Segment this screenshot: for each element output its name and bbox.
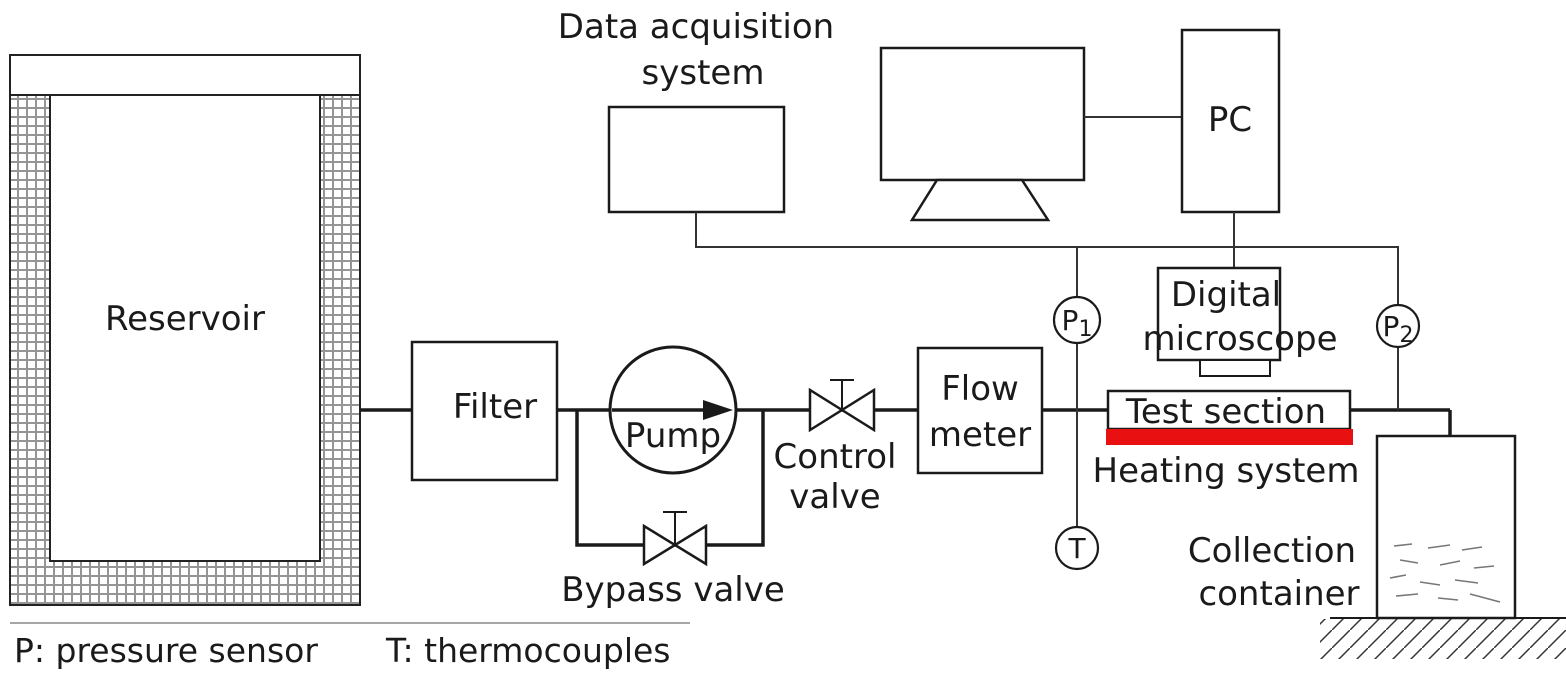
svg-text:P1: P1 xyxy=(1062,304,1093,342)
p1-letter: P xyxy=(1062,304,1079,337)
reservoir-interior xyxy=(49,94,321,562)
pressure-sensor-p2: P2 xyxy=(1375,303,1421,349)
control-valve: Control valve xyxy=(774,379,897,517)
control-valve-label-1: Control xyxy=(774,437,897,477)
p1-circle xyxy=(1052,295,1102,345)
ground-hatch xyxy=(1320,619,1566,659)
pump-label: Pump xyxy=(625,416,721,456)
liquid-icon xyxy=(1389,543,1501,603)
microscope-label-2: microscope xyxy=(1142,319,1337,359)
reservoir-label: Reservoir xyxy=(105,299,265,339)
reservoir: Reservoir xyxy=(9,54,361,606)
p2-circle xyxy=(1375,303,1421,349)
heating-system-label: Heating system xyxy=(1093,451,1360,491)
t-circle xyxy=(1054,525,1100,571)
pump-arrow-icon xyxy=(703,400,733,420)
legend-pressure: P: pressure sensor xyxy=(14,631,318,670)
test-section-label: Test section xyxy=(1125,392,1326,432)
bypass-valve: Bypass valve xyxy=(561,511,785,610)
pump: Pump xyxy=(608,345,738,475)
pressure-sensor-p1: P1 xyxy=(1052,295,1102,345)
digital-microscope: Digital microscope xyxy=(1142,266,1338,377)
flow-meter-label-2: meter xyxy=(929,415,1031,455)
monitor-stand xyxy=(909,178,1051,222)
collection-container: Collection container xyxy=(1188,434,1517,620)
data-acquisition-system: Data acquisition system xyxy=(558,7,834,214)
flow-meter-box xyxy=(916,346,1044,475)
control-valve-icon xyxy=(808,387,845,433)
pc-tower xyxy=(1180,28,1281,214)
heating-element xyxy=(1106,429,1353,445)
pc-label: PC xyxy=(1208,100,1252,140)
legend-thermocouples: T: thermocouples xyxy=(385,631,670,670)
p2-letter: P xyxy=(1383,310,1400,343)
microscope-box xyxy=(1156,266,1282,362)
test-section-box xyxy=(1106,389,1352,431)
computer: PC xyxy=(879,28,1281,222)
p1-subscript: 1 xyxy=(1078,317,1092,342)
collection-box xyxy=(1375,434,1517,620)
monitor-screen xyxy=(879,46,1086,182)
flow-meter-label-1: Flow xyxy=(941,369,1019,409)
daq-label-1: Data acquisition xyxy=(558,7,834,47)
reservoir-lid xyxy=(9,54,361,96)
filter-label: Filter xyxy=(453,387,537,427)
bypass-valve-icon xyxy=(642,523,678,567)
t-label: T xyxy=(1067,532,1086,565)
p2-subscript: 2 xyxy=(1399,323,1413,348)
collection-label-2: container xyxy=(1198,574,1359,614)
svg-text:P2: P2 xyxy=(1383,310,1414,348)
filter-box xyxy=(410,340,559,482)
microscope-lens xyxy=(1199,359,1271,377)
filter: Filter xyxy=(410,340,559,482)
control-valve-label-2: valve xyxy=(789,477,880,517)
ground xyxy=(1320,617,1566,659)
flow-meter: Flow meter xyxy=(916,346,1044,475)
thermocouple: T xyxy=(1054,525,1100,571)
collection-label-1: Collection xyxy=(1188,531,1356,571)
test-section: Test section Heating system xyxy=(1093,389,1360,491)
signal-wiring xyxy=(695,212,1399,527)
bypass-valve-label: Bypass valve xyxy=(561,570,785,610)
daq-box xyxy=(607,105,786,214)
microscope-label-1: Digital xyxy=(1171,275,1281,315)
daq-label-2: system xyxy=(642,53,765,93)
legend: P: pressure sensor T: thermocouples xyxy=(10,622,690,670)
